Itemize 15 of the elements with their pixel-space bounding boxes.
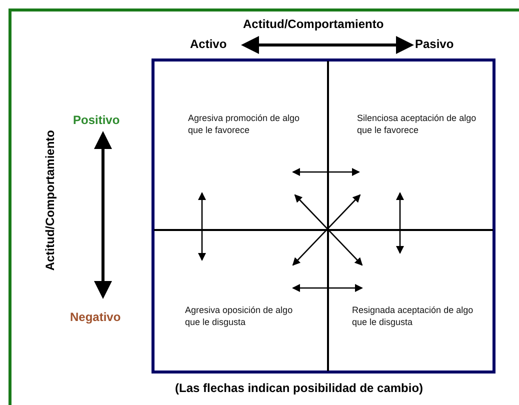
axis-label: Negativo — [70, 310, 121, 324]
quadrant-text: Agresiva oposición de algo que le disgusta — [185, 304, 294, 328]
change-arrow — [396, 192, 404, 254]
caption: (Las flechas indican posibilidad de cambio) — [175, 381, 424, 395]
axis-title: Actitud/Comportamiento — [43, 130, 57, 270]
axis-label: Activo — [190, 37, 227, 51]
quadrant-text: Agresiva promoción de algo que le favorece — [188, 112, 301, 136]
change-arrow — [292, 284, 363, 292]
axis-title: Actitud/Comportamiento — [243, 17, 384, 31]
axis-label: Positivo — [73, 113, 120, 127]
change-arrow — [198, 192, 206, 261]
quadrant-text: Silenciosa aceptación de algo que le favorece — [357, 112, 478, 136]
change-arrow — [292, 168, 360, 176]
quadrant-text: Resignada aceptación de algo que le disgusta — [352, 304, 474, 328]
axis-label: Pasivo — [415, 37, 454, 51]
